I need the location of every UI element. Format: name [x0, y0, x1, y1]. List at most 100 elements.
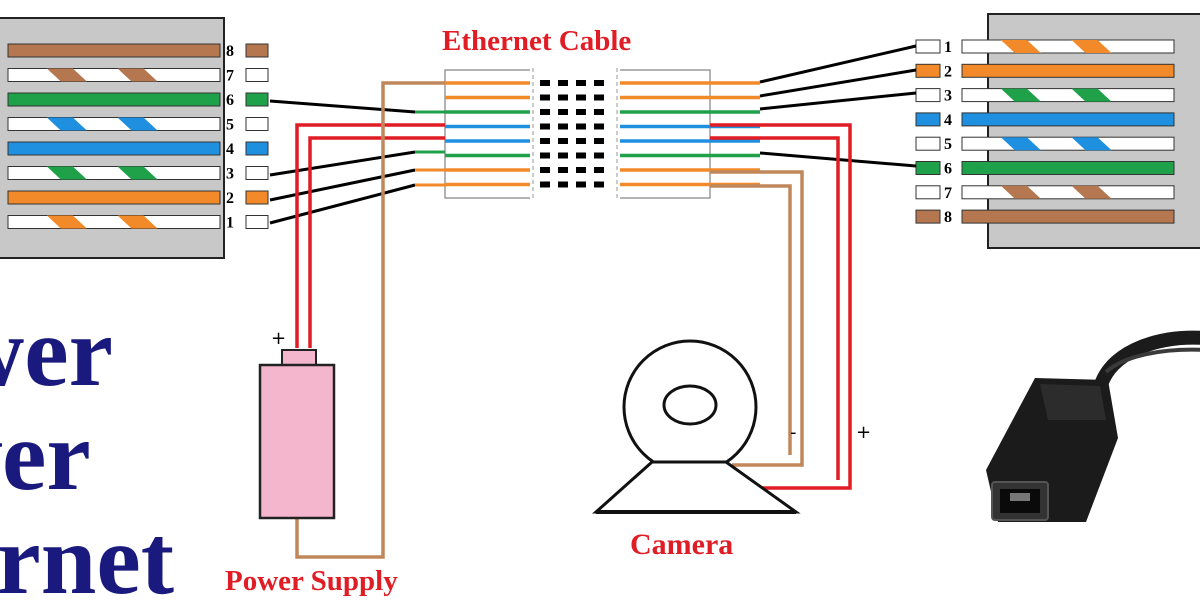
camera-positive-wire: [710, 123, 852, 490]
left-pin-number: 7: [226, 68, 234, 85]
left-wire-7: [7, 68, 221, 82]
right-pin-tab: [915, 88, 941, 103]
camera-label: Camera: [630, 528, 733, 561]
camera-positive-wire-2: [710, 136, 840, 480]
right-pin-number: 4: [944, 112, 952, 129]
power-over-ethernet-title: wer ver ernet: [0, 300, 174, 612]
right-pin-number: 6: [944, 161, 952, 178]
break-dash: [576, 152, 586, 159]
left-pin-number: 8: [226, 43, 234, 60]
left-pin-tab: [245, 166, 269, 180]
right-pin-number: 2: [944, 63, 952, 80]
left-connector-pins: 8 7 6 5 4 3 2 1: [7, 43, 269, 232]
break-dash: [558, 138, 568, 144]
break-dash: [576, 138, 586, 144]
cable-wires: [445, 81, 760, 187]
left-wire-8: [7, 43, 221, 58]
break-dash: [576, 181, 586, 188]
power-supply-label: Power Supply: [225, 565, 398, 597]
title-line-1: wer: [0, 296, 113, 407]
right-wire-5: [961, 136, 1175, 151]
break-dash: [594, 109, 604, 115]
left-cable-leads: [415, 110, 445, 187]
left-wire-1: [7, 215, 221, 229]
camera-minus-sign: -: [790, 422, 797, 443]
break-dash: [594, 181, 604, 188]
battery-negative-wire: [295, 81, 445, 559]
battery-plus-sign: +: [271, 328, 286, 349]
break-dash: [594, 94, 604, 101]
left-wire-3: [7, 166, 221, 180]
battery-icon: [258, 349, 336, 520]
poe-adapter-image: [986, 330, 1200, 522]
right-pin-tab: [915, 209, 941, 224]
left-wire-5: [7, 117, 221, 131]
break-dash: [558, 152, 568, 159]
right-wire-3: [961, 88, 1175, 103]
break-dash: [594, 167, 604, 173]
right-wire-8: [961, 209, 1175, 224]
title-line-3: ernet: [0, 504, 175, 615]
power-wires: [295, 81, 852, 559]
right-pin-tab: [915, 39, 941, 54]
right-pin-tab: [915, 63, 941, 78]
right-pin-number: 5: [944, 136, 952, 153]
left-pin-number: 3: [226, 166, 234, 183]
left-pin-number: 1: [226, 215, 234, 232]
left-pin-tab: [245, 43, 269, 58]
right-pin-number: 3: [944, 88, 952, 105]
camera-negative-wire: [710, 170, 804, 467]
break-dash: [558, 167, 568, 173]
break-dash: [576, 94, 586, 101]
right-wire-4: [961, 112, 1175, 127]
break-dash: [540, 80, 550, 86]
battery-positive-wire-2: [308, 136, 445, 348]
cable-break-marks: [530, 68, 620, 200]
right-wire-6: [961, 161, 1175, 175]
cable-gap: [530, 68, 620, 200]
break-dash: [558, 181, 568, 188]
battery-positive-wire: [295, 123, 445, 348]
left-pin-tab: [245, 190, 269, 205]
left-wire-6: [7, 92, 221, 107]
camera-icon: [592, 339, 801, 514]
right-pin-tab: [915, 161, 941, 175]
left-pin-tab: [245, 92, 269, 107]
right-wire-7: [961, 185, 1175, 200]
right-wire-2: [961, 63, 1175, 78]
left-pin-number: 2: [226, 190, 234, 207]
left-wire-2: [7, 190, 221, 205]
break-dash: [540, 181, 550, 188]
break-dash: [558, 80, 568, 86]
left-wire-4: [7, 141, 221, 156]
break-dash: [594, 123, 604, 130]
break-dash: [558, 94, 568, 101]
left-pin-number: 4: [226, 141, 234, 158]
right-pin-number: 7: [944, 185, 952, 202]
break-dash: [558, 123, 568, 130]
left-pin-tab: [245, 117, 269, 131]
poe-wiring-diagram: 8 7 6 5 4 3 2 1 1 2 3 4 5 6 7 8: [0, 13, 1200, 612]
diagram-canvas: 8 7 6 5 4 3 2 1 1 2 3 4 5 6 7 8: [0, 13, 1200, 597]
right-wire-1: [961, 39, 1175, 54]
break-dash: [576, 123, 586, 130]
break-dash: [540, 152, 550, 159]
break-dash: [594, 152, 604, 159]
break-dash: [576, 109, 586, 115]
right-pin-number: 1: [944, 39, 952, 56]
break-dash: [576, 167, 586, 173]
break-dash: [594, 80, 604, 86]
left-pin-tab: [245, 68, 269, 82]
left-pin-tab: [245, 215, 269, 229]
left-pin-number: 5: [226, 117, 234, 134]
right-pin-tab: [915, 112, 941, 127]
right-pin-tab: [915, 185, 941, 200]
break-dash: [540, 123, 550, 130]
break-dash: [594, 138, 604, 144]
right-pin-tab: [915, 136, 941, 151]
break-dash: [540, 167, 550, 173]
title-line-2: ver: [0, 400, 91, 511]
break-dash: [540, 138, 550, 144]
left-pin-number: 6: [226, 92, 234, 109]
